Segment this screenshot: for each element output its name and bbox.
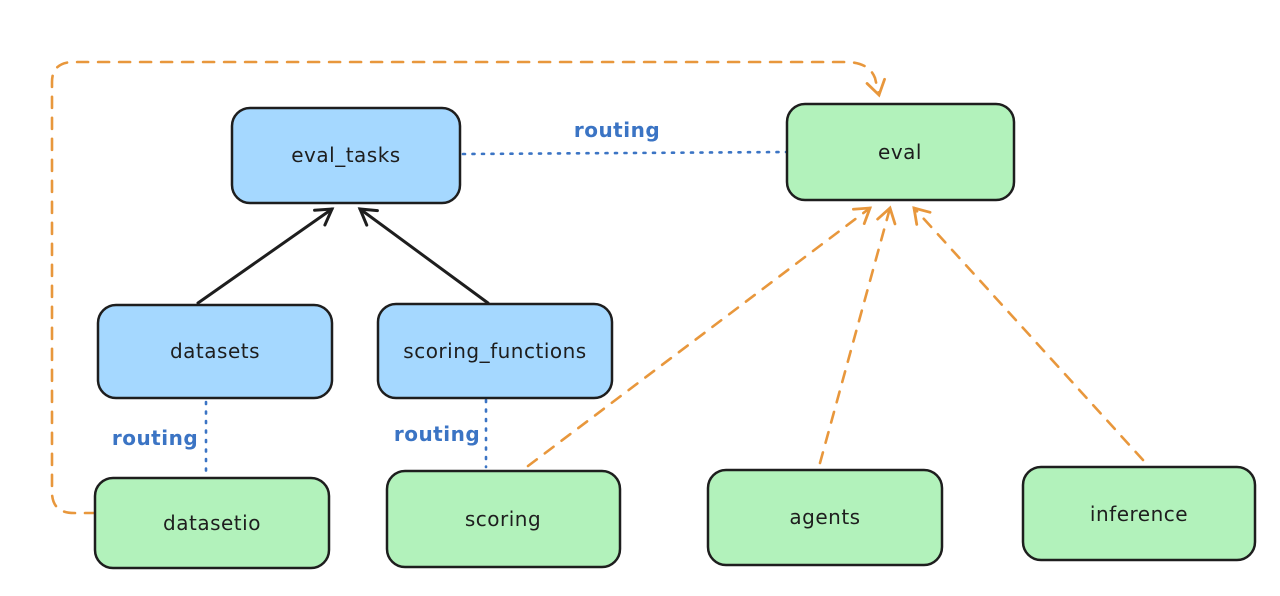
edge-datasetio-to-eval[interactable] [50, 60, 886, 515]
node-eval-tasks[interactable] [230, 106, 462, 205]
routing-label-datasets-datasetio: routing [112, 426, 198, 450]
node-datasets-label: datasets [170, 339, 260, 363]
node-datasets[interactable] [96, 303, 334, 400]
node-datasets-group: datasets [96, 303, 334, 400]
node-datasetio-group: datasetio [93, 476, 331, 570]
edge-routing-eval-tasks-eval[interactable] [461, 150, 788, 156]
node-inference-group: inference [1021, 465, 1257, 562]
edge-inference-to-eval[interactable] [912, 206, 1145, 462]
node-scoring-functions-label: scoring_functions [403, 339, 586, 363]
node-inference[interactable] [1021, 465, 1257, 562]
node-datasetio[interactable] [93, 476, 331, 570]
edge-scoring-to-eval[interactable] [526, 206, 873, 468]
node-scoring-functions[interactable] [376, 302, 614, 400]
node-eval[interactable] [785, 102, 1016, 202]
node-scoring-functions-group: scoring_functions [376, 302, 614, 400]
edge-datasets-to-eval-tasks[interactable] [196, 207, 335, 305]
node-eval-group: eval [785, 102, 1016, 202]
edge-scoring-functions-to-eval-tasks[interactable] [357, 207, 490, 305]
node-agents[interactable] [706, 468, 944, 567]
node-agents-label: agents [789, 505, 860, 529]
node-scoring-label: scoring [465, 507, 541, 531]
node-inference-label: inference [1090, 502, 1188, 526]
routing-label-eval-tasks-eval: routing [574, 118, 660, 142]
edge-agents-to-eval[interactable] [818, 205, 897, 465]
node-eval-tasks-group: eval_tasks [230, 106, 462, 205]
node-scoring[interactable] [385, 469, 622, 569]
routing-label-scoring-functions-scoring: routing [394, 422, 480, 446]
node-scoring-group: scoring [385, 469, 622, 569]
node-eval-tasks-label: eval_tasks [291, 143, 400, 167]
node-eval-label: eval [878, 140, 922, 164]
node-agents-group: agents [706, 468, 944, 567]
node-datasetio-label: datasetio [163, 511, 261, 535]
